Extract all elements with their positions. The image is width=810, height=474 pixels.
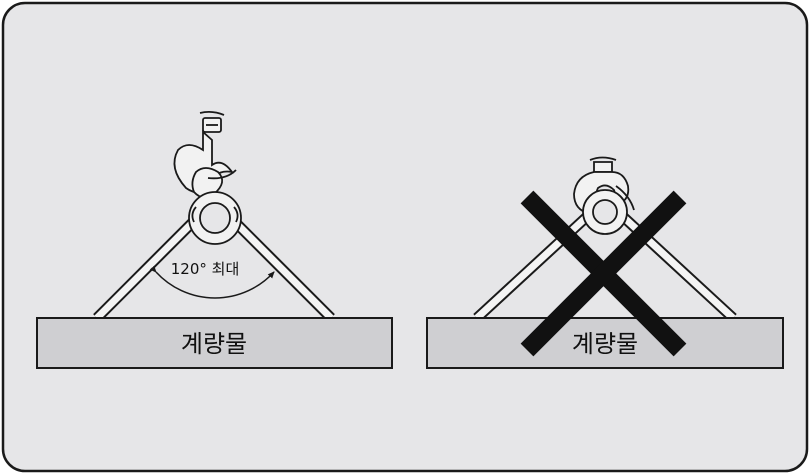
- right-sling: [229, 216, 335, 322]
- left-sling: [93, 216, 199, 322]
- left-sling-incorrect: [473, 207, 596, 323]
- correct-rigging: 120° 최대 계량물: [36, 110, 393, 369]
- load-label-incorrect: 계량물: [572, 330, 638, 358]
- load-block: [36, 317, 393, 369]
- crane-hook-icon: [173, 110, 242, 245]
- incorrect-rigging: 계량물: [426, 156, 784, 369]
- crane-hook-icon: [573, 156, 635, 235]
- load-label: 계량물: [181, 330, 247, 358]
- load-block-incorrect: [426, 317, 784, 369]
- angle-label: 120° 최대: [171, 260, 240, 278]
- x-cross-icon: [520, 190, 687, 357]
- angle-arc: [149, 265, 275, 299]
